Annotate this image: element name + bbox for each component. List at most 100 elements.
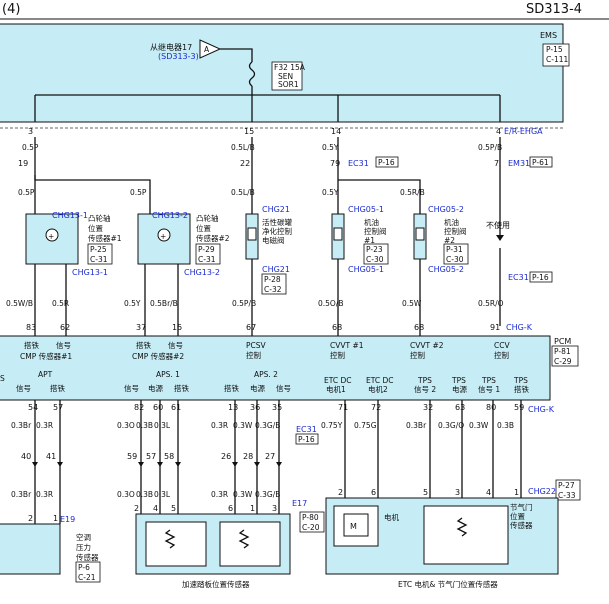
relay-arrow-icon [199, 39, 222, 59]
aps-sensor: 加速踏板位置传感器 P-80 C-20 [135, 511, 325, 589]
ems-c: C-111 [546, 55, 568, 64]
bottom-low-pin: 5 [171, 504, 176, 513]
bottom-wire-label-2: 0.3Br [11, 490, 32, 499]
pcm-p: P-81 [554, 347, 571, 356]
bottom-top-pin: 35 [272, 403, 282, 412]
svg-text:+: + [160, 232, 166, 241]
bottom-mid-pin: 57 [146, 452, 156, 461]
apt-name1: 空调 [76, 532, 91, 542]
pcsv-p: P-28 [264, 275, 281, 284]
bottom-wire-label-2: 0.3W [233, 490, 253, 499]
tps4-pcm2: 搭铁 [514, 384, 529, 394]
cmp1-name2: 位置 [88, 223, 103, 233]
bottom-low-pin: 1 [514, 488, 519, 497]
fuse-sor: SOR1 [278, 80, 299, 89]
bottom-wire-label-2: 0.3R [36, 490, 53, 499]
ccv-pcm2: 控制 [494, 350, 509, 360]
ems-p: P-15 [546, 45, 563, 54]
ems-pin-3b: 22 [240, 159, 250, 168]
tps-name2: 位置 [510, 511, 525, 521]
bottom-top-pin: 59 [514, 403, 524, 412]
cmp2-conn: CHG13-2 [152, 211, 188, 220]
relay-label: 从继电器17 [150, 42, 192, 52]
etc2-pcm2: 电机2 [368, 384, 388, 394]
bottom-mid-pin: 40 [21, 452, 31, 461]
cmp2-gnd: 搭铁 [136, 340, 151, 350]
cmp2-conn2: CHG13-2 [184, 268, 220, 277]
cmp2-pcm-label: CMP 传感器#2 [132, 351, 184, 361]
ocv2-name2: 控制阀 [444, 226, 467, 236]
ocv2-p: P-31 [446, 245, 463, 254]
svg-text:+: + [48, 232, 54, 241]
etc2-pcm: ETC DC [366, 376, 394, 385]
ec31-connector: EC31 [348, 159, 369, 168]
ocv2-conn: CHG05-2 [428, 205, 464, 214]
cmp1-conn2: CHG13-1 [72, 268, 108, 277]
bottom-low-pin: 4 [486, 488, 491, 497]
bottom-top-pin: 71 [338, 403, 348, 412]
wire-m5: 0.5P/B [232, 299, 256, 308]
cmp2-p: P-29 [198, 245, 215, 254]
tps2-pcm2: 电源 [452, 384, 467, 394]
bottom-mid-pin: 58 [164, 452, 174, 461]
bottom-wires: 540.3Br400.3Br2570.3R410.3R1820.3O590.3O… [11, 400, 524, 524]
ocv-valve-2: CHG05-2 机油 控制阀 #2 P-31 C-30 [413, 205, 469, 265]
connector-arrow-icon [175, 462, 181, 467]
apt-p: P-6 [78, 563, 90, 572]
bottom-top-pin: 54 [28, 403, 38, 412]
apt-sensor: 空调 压力 传感器 P-6 C-21 [0, 523, 101, 583]
ocv1-conn: CHG05-1 [348, 205, 384, 214]
ehga-connector: E/R-EHGA [504, 127, 543, 136]
cmp1-gnd: 搭铁 [24, 340, 39, 350]
bottom-top-pin: 36 [250, 403, 260, 412]
cmp1-p: P-25 [90, 245, 107, 254]
wire-m8: 0.5R/O [478, 299, 504, 308]
apt-name2: 压力 [76, 542, 91, 552]
bottom-wire-label-2: 0.3B [136, 490, 153, 499]
etc1-pcm: ETC DC [324, 376, 352, 385]
ocv1-name2: 控制阀 [364, 226, 387, 236]
etc1-pcm2: 电机1 [326, 384, 346, 394]
tps1-pcm2: 信号 2 [414, 384, 436, 394]
pcm-s: S [0, 374, 5, 383]
bottom-top-pin: 72 [371, 403, 381, 412]
bottom-mid-pin: 27 [265, 452, 275, 461]
ems-pin-3: 15 [244, 127, 254, 136]
ocv2-conn2: CHG05-2 [428, 265, 464, 274]
motor-label: 电机 [384, 512, 399, 522]
cmp1-c: C-31 [90, 255, 108, 264]
bottom-top-pin: 32 [423, 403, 433, 412]
chg22-p: P-27 [558, 481, 575, 490]
bottom-wire-label-2: 0.3R [211, 490, 228, 499]
cmp-sensor-1: + CHG13-1 凸轮轴 位置 传感器#1 P-25 C-31 [25, 211, 122, 265]
em31-connector: EM31 [508, 159, 530, 168]
cmp1-pcm-label: CMP 传感器#1 [20, 351, 72, 361]
wire-cmp2-upper: 0.5P [130, 188, 147, 197]
ocv2-c: C-30 [446, 255, 464, 264]
bottom-wire-label: 0.3R [36, 421, 53, 430]
etc-label: ETC 电机& 节气门位置传感器 [398, 579, 498, 589]
pcm-pin-62: 62 [60, 323, 70, 332]
apt-c: C-21 [78, 573, 96, 582]
e19-connector: E19 [60, 515, 75, 524]
ocv1-name3: #1 [364, 236, 375, 245]
pcsv-conn2: CHG21 [262, 265, 290, 274]
wire-m1: 0.5W/B [6, 299, 33, 308]
connector-arrow-icon [232, 462, 238, 467]
bottom-wire-label: 0.3L [154, 421, 171, 430]
page-section: (4) [2, 2, 20, 17]
aps1-pcm: APS. 1 [156, 370, 180, 379]
bottom-wire-label-2: 0.3L [154, 490, 171, 499]
ems-pin-1: 3 [28, 127, 33, 136]
pcsv-valve: CHG21 活性碳罐 净化控制 电磁阀 CHG21 P-28 C-32 [245, 205, 292, 295]
aps1-gnd: 搭铁 [174, 383, 189, 393]
apt-gnd: 搭铁 [50, 383, 65, 393]
wire-m6: 0.5O/B [318, 299, 344, 308]
em31-page: P-61 [532, 158, 549, 167]
fuse-icon [248, 61, 256, 87]
ocv2-name3: #2 [444, 236, 455, 245]
bottom-wire-label: 0.3W [233, 421, 253, 430]
connector-arrow-icon [276, 462, 282, 467]
bottom-mid-pin: 28 [243, 452, 253, 461]
